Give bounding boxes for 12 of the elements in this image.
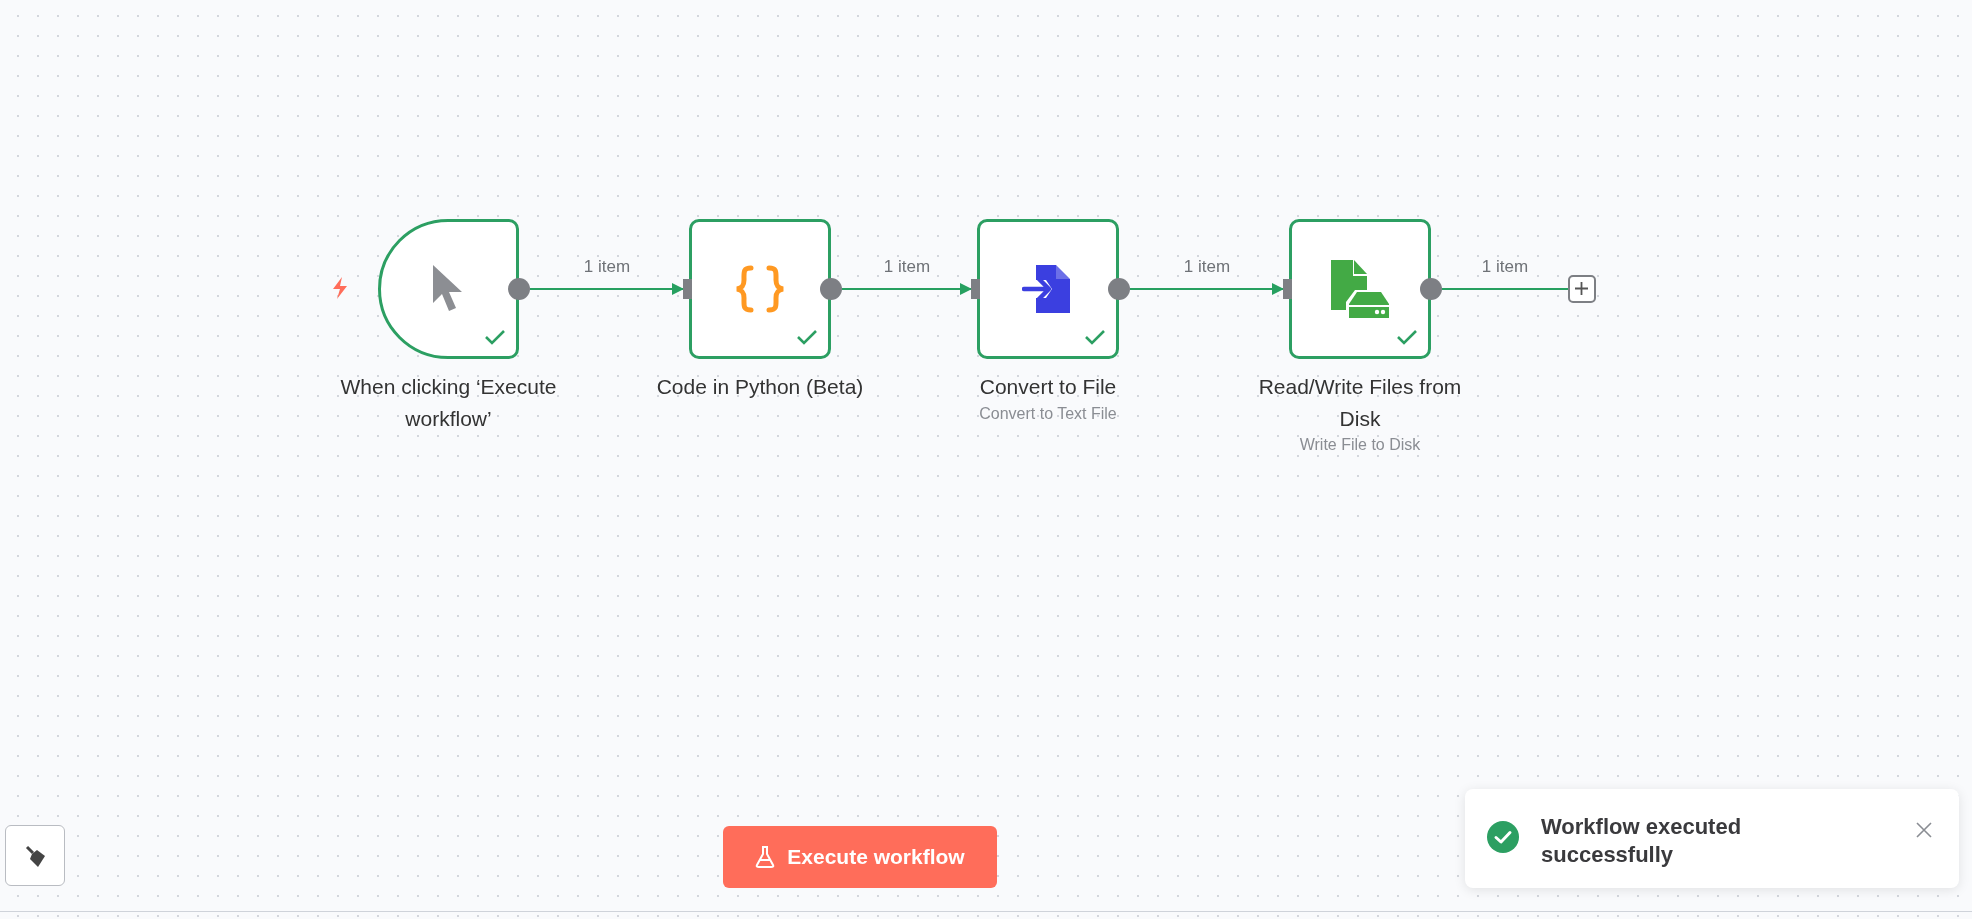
node-title: When clicking ‘Execute workflow’ xyxy=(339,374,558,432)
connector-line xyxy=(1442,287,1568,291)
node-subtitle: Convert to Text File xyxy=(979,404,1117,423)
arrow xyxy=(1130,283,1284,295)
node-title: Convert to File xyxy=(979,374,1117,400)
execute-workflow-button: Execute workflow xyxy=(723,826,997,888)
toast-message: Workflow executed successfully xyxy=(1541,813,1743,868)
arrow xyxy=(530,283,684,295)
node-subtitle: Write File to Disk xyxy=(1299,436,1421,454)
node-title: Code in Python (Beta) xyxy=(656,374,864,400)
arrow xyxy=(842,283,972,295)
node-title: Read/Write Files from Disk xyxy=(1257,374,1463,432)
